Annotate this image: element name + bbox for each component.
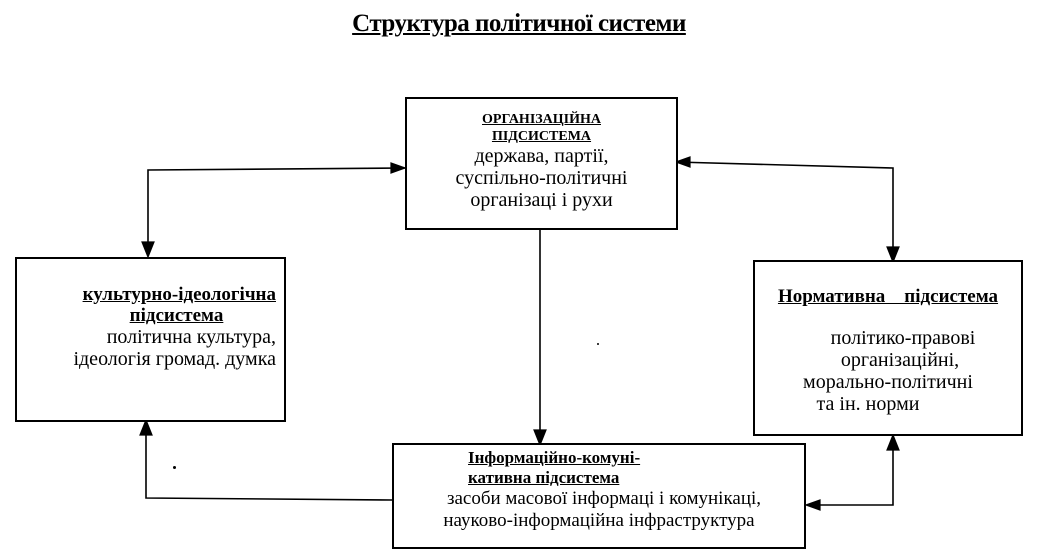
informational-subsystem-box: Інформаційно-комуні- кативна підсистема … [392,443,806,549]
informational-heading-line2: кативна підсистема [468,468,620,487]
organizational-subsystem-box: ОРГАНІЗАЦІЙНА ПІДСИСТЕМА держава, партії… [405,97,678,230]
connector-org-to-normative [675,161,894,260]
arrowhead-cultural-bottom [139,418,153,436]
informational-text-line2: науково-інформаційна інфраструктура [443,510,755,531]
organizational-text-line3: організаці і рухи [470,189,613,211]
informational-text-line1: засоби масової інформаці і комунікаці, [446,488,762,509]
connector-normative-to-info [808,437,894,506]
organizational-heading-line2: ПІДСИСТЕМА [491,129,592,144]
arrowhead-normative-bottom [886,433,900,451]
normative-text-line3: морально-політичні [803,371,973,393]
cultural-ideological-subsystem-box: культурно-ідеологічна підсистема політич… [15,257,286,422]
arrowhead-org-right [674,156,691,168]
diagram-title: Структура політичної системи [352,10,686,37]
organizational-heading-line1: ОРГАНІЗАЦІЙНА [482,112,601,127]
normative-text-line4: та ін. норми [816,393,920,415]
arrowhead-info-top [533,429,547,447]
normative-text-line1: політико-правові [830,327,976,349]
arrowhead-org-left [390,162,407,174]
connector-org-to-cultural [147,167,406,255]
organizational-text-line2: суспільно-політичні [455,167,628,189]
arrowhead-cultural-top [141,241,155,259]
organizational-text-line1: держава, партії, [474,145,609,167]
scan-speck [173,466,176,469]
scan-speck [597,343,599,345]
informational-heading-line1: Інформаційно-комуні- [468,448,641,467]
arrowhead-normative-top [886,246,900,264]
normative-text-line2: організаційні, [840,349,960,371]
cultural-text-line1: політична культура, [106,326,276,348]
cultural-heading-line1: культурно-ідеологічна [82,284,276,305]
normative-heading: Нормативна підсистема [777,286,999,307]
arrowhead-info-right [804,499,821,511]
cultural-text-line2: ідеологія громад. думка [73,348,276,370]
cultural-heading-line2: підсистема [129,305,224,326]
connector-info-to-cultural [145,422,393,501]
normative-subsystem-box: Нормативна підсистема політико-правові о… [753,260,1023,436]
